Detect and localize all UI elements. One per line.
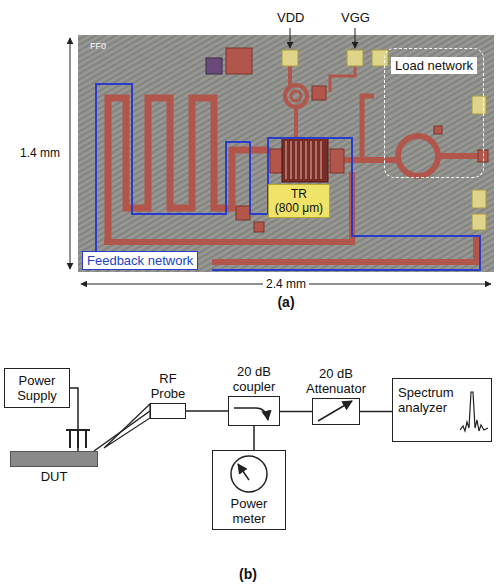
feedback-line — [212, 236, 476, 262]
chip-die — [78, 35, 494, 272]
text-group: TR(800 μm) — [275, 187, 323, 215]
transistor-fingers — [286, 141, 321, 179]
drain-pad — [330, 149, 344, 173]
text-group: Load network — [391, 57, 477, 74]
dimension-arrow — [70, 38, 71, 269]
rf-probe-box: RF Probe — [150, 403, 186, 419]
pin-name: VDD — [277, 10, 304, 25]
bias-line — [330, 66, 355, 92]
chip-components — [226, 48, 488, 232]
chip-marking: FF0 — [90, 41, 106, 52]
finger — [321, 141, 322, 179]
coupler-box: 20 dB coupler — [228, 396, 280, 426]
text-group: RF Probe — [147, 371, 189, 401]
signal-connector — [253, 426, 255, 450]
box-label: Power Supply — [8, 373, 66, 403]
box-label: Spectrum analyzer — [398, 385, 460, 415]
transistor-tag: TR(800 μm) — [268, 184, 330, 218]
spiral-inductor — [285, 85, 307, 107]
load-network-region: Load network — [384, 48, 484, 178]
text-group: Power Supply — [8, 373, 66, 403]
signal-connector — [94, 411, 150, 451]
finger — [296, 141, 297, 179]
power-meter-box: Power meter — [212, 450, 286, 530]
dimension-label: 1.4 mm — [20, 146, 60, 160]
text-group: Power meter — [224, 496, 274, 526]
pin-name: VGG — [341, 10, 370, 25]
capacitor-pad — [226, 48, 252, 74]
finger — [286, 141, 287, 179]
feedback-outline — [96, 84, 480, 270]
finger — [311, 141, 312, 179]
transistor-label: TR — [275, 187, 323, 201]
meter-gauge — [231, 456, 267, 492]
finger — [301, 141, 302, 179]
box-label: Power meter — [224, 496, 274, 526]
bias-line — [288, 66, 292, 85]
spectrum-trace — [460, 392, 488, 431]
spiral-inductor — [291, 91, 301, 101]
transistor-label: (800 μm) — [275, 201, 323, 215]
bond-pad — [372, 50, 388, 66]
coupler-arrow — [234, 408, 268, 420]
region-label: Load network — [395, 58, 473, 73]
finger — [316, 141, 317, 179]
region-label: Feedback network — [82, 251, 198, 270]
capacitor-pad — [254, 222, 264, 232]
box-label: 20 dB Attenuator — [302, 366, 370, 396]
signal-connector — [70, 388, 78, 451]
text-group: 20 dB coupler — [227, 364, 281, 394]
gate-pad — [270, 149, 282, 173]
chip-traces — [104, 66, 480, 262]
spectrum-analyzer-box: Spectrum analyzer — [392, 378, 492, 442]
box-label: 20 dB coupler — [227, 364, 281, 394]
meter-needle — [238, 464, 249, 480]
leader-line — [355, 28, 356, 48]
attenuator-arrow — [318, 401, 352, 421]
bond-pad — [282, 50, 298, 66]
box-label: DUT — [24, 469, 84, 484]
capacitor-pad — [236, 206, 250, 220]
box-label: RF Probe — [147, 371, 189, 401]
dimension-label: 2.4 mm — [263, 277, 309, 291]
transistor — [282, 138, 328, 182]
capacitor-pad — [434, 126, 442, 134]
signal-connector — [360, 411, 392, 413]
text-group: DUT — [24, 469, 84, 484]
bond-pad — [472, 190, 486, 208]
rf-probe-tip — [104, 404, 150, 448]
stub-line — [362, 96, 374, 160]
bias-line — [294, 107, 298, 138]
leader-line — [290, 28, 291, 48]
dut-block: DUT — [10, 451, 98, 467]
bond-pad — [347, 50, 363, 66]
finger — [306, 141, 307, 179]
text-group: 20 dB Attenuator — [302, 366, 370, 396]
signal-connector — [186, 410, 228, 412]
output-pad — [478, 150, 488, 162]
panel-label: (b) — [239, 566, 257, 582]
panel-label: (a) — [277, 294, 294, 310]
resistor-pad — [206, 58, 222, 74]
power-supply-box: Power Supply — [4, 368, 70, 408]
finger — [291, 141, 292, 179]
signal-connector — [280, 411, 312, 413]
capacitor-pad — [312, 86, 326, 100]
text-group: Spectrum analyzer — [398, 385, 460, 415]
ring-resonator — [398, 136, 438, 176]
attenuator-box: 20 dB Attenuator — [312, 398, 360, 425]
output-line — [438, 153, 480, 159]
bond-pad — [472, 214, 486, 230]
